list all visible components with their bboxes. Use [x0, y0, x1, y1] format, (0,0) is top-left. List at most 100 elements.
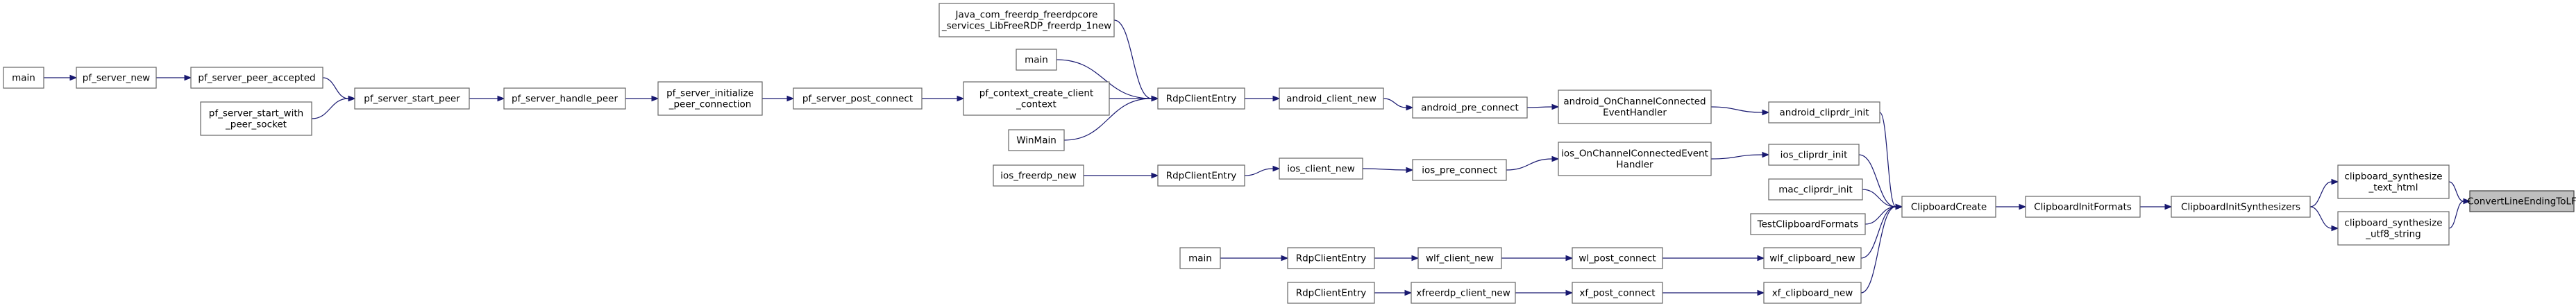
node-pf-server-start-with-peer-socket[interactable]: pf_server_start_with_peer_socket	[200, 101, 312, 136]
node-label: wl_post_connect	[1579, 253, 1656, 264]
node-box	[503, 87, 626, 110]
node-clipboardinitsynthesizers[interactable]: ClipboardInitSynthesizers	[2171, 196, 2311, 218]
edge-wlf-client-new-to-wl-post-connect	[1501, 255, 1574, 262]
node-pf-server-initialize-peer-connection[interactable]: pf_server_initialize_peer_connection	[657, 81, 763, 116]
edge-line	[1710, 106, 1763, 113]
node-label: _utf8_string	[2365, 229, 2421, 240]
node-pf-context-create-client-context[interactable]: pf_context_create_client_context	[963, 81, 1110, 116]
node-rdpcliententry3[interactable]: RdpClientEntry	[1287, 247, 1375, 269]
node-box	[1411, 282, 1516, 304]
edge-line	[1383, 98, 1407, 108]
node-xf-clipboard-new[interactable]: xf_clipboard_new	[1763, 282, 1862, 304]
node-rdpcliententry1[interactable]: RdpClientEntry	[1157, 87, 1245, 110]
edge-xf-clipboard-new-to-clipboardcreate	[1860, 203, 1903, 294]
call-graph-nodes: main pf_server_new pf_server_peer_accepted…	[3, 3, 2576, 304]
node-java-new[interactable]: Java_com_freerdp_freerdpcore_services_Li…	[938, 3, 1115, 37]
node-label: EventHandler	[1603, 108, 1667, 119]
node-clipboardinitformats[interactable]: ClipboardInitFormats	[2025, 196, 2141, 218]
arrowhead-icon	[1404, 289, 1413, 296]
node-android-client-new[interactable]: android_client_new	[1279, 87, 1384, 110]
node-box	[1763, 247, 1862, 269]
node-label: ios_pre_connect	[1422, 165, 1497, 176]
edge-wlf-clipboard-new-to-clipboardcreate	[1860, 203, 1903, 259]
node-label: android_OnChannelConnected	[1563, 96, 1706, 108]
arrowhead-icon	[1406, 104, 1414, 111]
node-main2[interactable]: main	[1016, 49, 1057, 71]
node-convertlineendingtolf[interactable]: ConvertLineEndingToLF	[2467, 190, 2576, 212]
node-mac-cliprdr-init[interactable]: mac_cliprdr_init	[1768, 178, 1863, 201]
edge-line	[322, 77, 349, 99]
node-box	[1157, 164, 1245, 187]
arrowhead-icon	[1757, 255, 1765, 262]
arrowhead-icon	[1551, 103, 1560, 110]
node-wl-post-connect[interactable]: wl_post_connect	[1572, 247, 1663, 269]
node-clipboard-synthesize-text-html[interactable]: clipboard_synthesize_text_html	[2337, 164, 2450, 199]
node-ios-cliprdr-init[interactable]: ios_cliprdr_init	[1768, 144, 1860, 166]
node-xfreerdp-client-new[interactable]: xfreerdp_client_new	[1411, 282, 1516, 304]
edge-line	[1506, 158, 1553, 171]
arrowhead-icon	[651, 95, 659, 102]
node-label: main	[12, 73, 35, 84]
node-box	[354, 87, 470, 110]
edge-line	[2448, 181, 2464, 202]
node-ios-client-new[interactable]: ios_client_new	[1279, 158, 1363, 180]
node-xf-post-connect[interactable]: xf_post_connect	[1572, 282, 1663, 304]
arrowhead-icon	[1762, 151, 1770, 158]
edge-android-pre-connect-to-android-onchannelconnectedeventhandler	[1526, 103, 1560, 110]
node-rdpcliententry2[interactable]: RdpClientEntry	[1157, 164, 1245, 187]
node-android-cliprdr-init[interactable]: android_cliprdr_init	[1768, 101, 1880, 124]
node-main1[interactable]: main	[3, 67, 44, 89]
edge-ios-pre-connect-to-ios-onchannelconnectedeventhandler	[1506, 155, 1560, 171]
node-label: wlf_client_new	[1426, 253, 1494, 264]
node-box	[993, 164, 1084, 187]
node-label: android_pre_connect	[1421, 103, 1519, 114]
node-box	[1763, 282, 1862, 304]
node-label: ConvertLineEndingToLF	[2467, 196, 2576, 207]
node-pf-server-new[interactable]: pf_server_new	[76, 67, 157, 89]
node-box	[1287, 247, 1375, 269]
node-winmain[interactable]: WinMain	[1008, 129, 1065, 151]
edge-pf-server-start-with-peer-socket-to-pf-server-start-peer	[311, 95, 356, 119]
node-clipboard-synthesize-utf8-string[interactable]: clipboard_synthesize_utf8_string	[2337, 211, 2450, 246]
edge-line	[2309, 181, 2332, 207]
node-wlf-client-new[interactable]: wlf_client_new	[1417, 247, 1502, 269]
node-wlf-clipboard-new[interactable]: wlf_clipboard_new	[1763, 247, 1862, 269]
edge-line	[1526, 106, 1553, 108]
node-label: ClipboardInitFormats	[2034, 202, 2132, 213]
edge-android-client-new-to-android-pre-connect	[1383, 98, 1414, 111]
arrowhead-icon	[2331, 225, 2339, 232]
edge-clipboard-synthesize-utf8-string-to-convertlineendingtolf	[2448, 198, 2471, 229]
arrowhead-icon	[69, 74, 78, 81]
edge-line	[2309, 206, 2332, 229]
node-label: RdpClientEntry	[1296, 253, 1367, 264]
node-label: WinMain	[1016, 135, 1057, 146]
node-pf-server-handle-peer[interactable]: pf_server_handle_peer	[503, 87, 626, 110]
node-label: ios_client_new	[1287, 164, 1355, 175]
node-pf-server-peer-accepted[interactable]: pf_server_peer_accepted	[190, 67, 323, 89]
node-box	[2337, 164, 2450, 199]
node-ios-freerdp-new[interactable]: ios_freerdp_new	[993, 164, 1084, 187]
node-pf-server-post-connect[interactable]: pf_server_post_connect	[793, 87, 923, 110]
node-testclipboardformats[interactable]: TestClipboardFormats	[1750, 213, 1866, 235]
arrowhead-icon	[1762, 109, 1770, 116]
node-box	[963, 81, 1110, 116]
node-box	[1417, 247, 1502, 269]
edge-line	[2448, 201, 2464, 229]
edge-line	[1244, 168, 1274, 176]
node-rdpcliententry4[interactable]: RdpClientEntry	[1287, 282, 1375, 304]
node-label: pf_server_start_with	[209, 108, 303, 119]
node-clipboardcreate[interactable]: ClipboardCreate	[1901, 196, 1996, 218]
node-label: Handler	[1616, 160, 1653, 171]
node-label: ClipboardInitSynthesizers	[2181, 202, 2300, 213]
edge-clipboardinitformats-to-clipboardinitsynthesizers	[2139, 203, 2173, 210]
node-label: pf_server_start_peer	[364, 94, 460, 105]
node-main3[interactable]: main	[1179, 247, 1221, 269]
node-android-pre-connect[interactable]: android_pre_connect	[1412, 96, 1528, 119]
node-pf-server-start-peer[interactable]: pf_server_start_peer	[354, 87, 470, 110]
edge-rdpcliententry4-to-xfreerdp-client-new	[1374, 289, 1413, 296]
node-ios-pre-connect[interactable]: ios_pre_connect	[1412, 159, 1507, 181]
node-box	[1412, 159, 1507, 181]
